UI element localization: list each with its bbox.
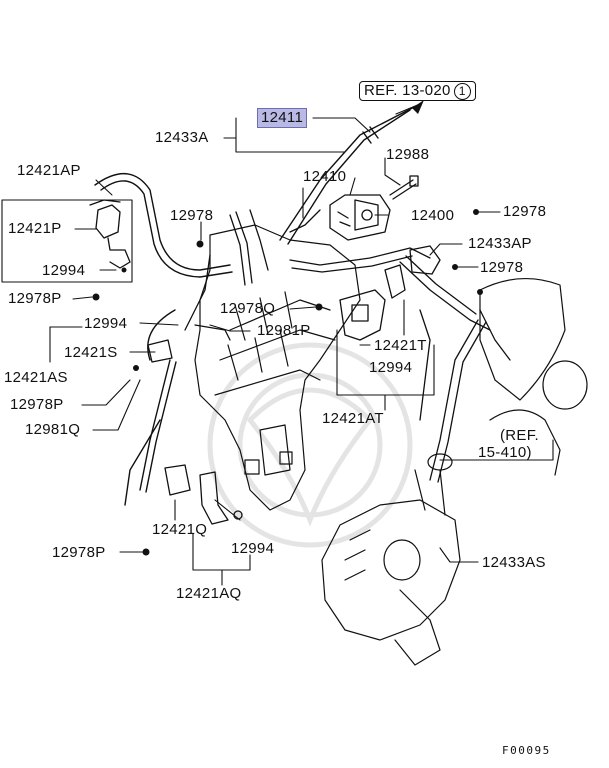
callout-12433A[interactable]: 12433A [155,129,209,146]
ref-15-410-line2[interactable]: 15-410) [478,444,532,461]
ref-15-410-line1[interactable]: (REF. [500,427,539,444]
callout-12421AQ[interactable]: 12421AQ [176,585,242,602]
callout-12433AP[interactable]: 12433AP [468,235,532,252]
fasteners [92,209,483,556]
tube-12411 [279,103,421,245]
bracket-12433AP [409,245,441,275]
callout-12421AP[interactable]: 12421AP [17,162,81,179]
bracket-12421T [339,264,406,341]
callout-12433AS[interactable]: 12433AS [482,554,546,571]
callout-12978P-2[interactable]: 12978P [10,396,64,413]
callout-12421T[interactable]: 12421T [374,337,427,354]
figure-code: F00095 [502,744,551,757]
callout-12981Q[interactable]: 12981Q [25,421,81,438]
callout-12421P[interactable]: 12421P [8,220,62,237]
valve-12421P [89,199,131,269]
exhaust-assembly [321,453,461,666]
callout-12421AT[interactable]: 12421AT [322,410,384,427]
callout-12994-left-2[interactable]: 12994 [84,315,128,332]
callout-12411[interactable]: 12411 [257,108,308,128]
hose-12981Q [124,309,177,506]
callout-12421AS[interactable]: 12421AS [4,369,68,386]
bolt-12988 [389,175,419,200]
callout-12410[interactable]: 12410 [303,168,347,185]
callout-12978Q[interactable]: 12978Q [220,300,276,317]
callout-12994-left-1[interactable]: 12994 [42,262,86,279]
callout-12421Q[interactable]: 12421Q [152,521,208,538]
callout-12988[interactable]: 12988 [386,146,430,163]
callout-12400[interactable]: 12400 [411,207,455,224]
hose-12421AP [94,172,233,278]
callout-12981P[interactable]: 12981P [257,322,311,339]
callout-12421S[interactable]: 12421S [64,344,118,361]
callout-12978-left-1[interactable]: 12978 [170,207,214,224]
ref-13-020-text: REF. 13-020 [364,82,451,99]
valve-12421S [147,324,231,363]
callout-12978P-1[interactable]: 12978P [8,290,62,307]
ref-arrow [412,100,424,114]
callout-12994-bottom[interactable]: 12994 [231,540,275,557]
wire-harness [184,209,511,483]
turbocharger [479,278,588,476]
callout-12978-right-1[interactable]: 12978 [503,203,547,220]
solenoid-valve-12410 [289,194,391,241]
bracket-12421Q [164,464,243,525]
callout-12994-middle[interactable]: 12994 [369,359,413,376]
ref-circle-number: 1 [453,83,471,100]
callout-12978-right-2[interactable]: 12978 [480,259,524,276]
callout-12978P-3[interactable]: 12978P [52,544,106,561]
